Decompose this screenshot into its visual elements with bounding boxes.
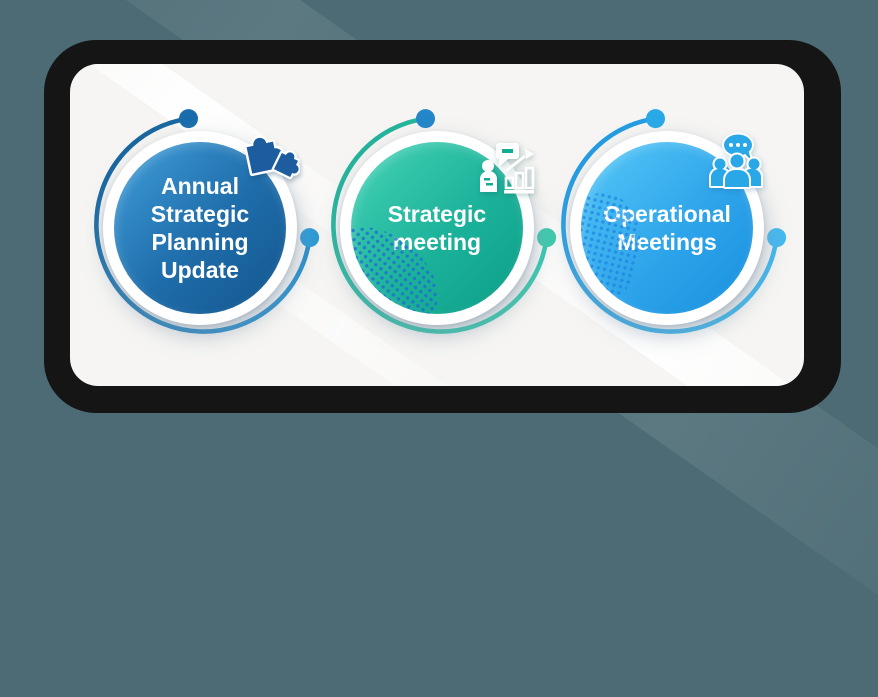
step-label: Annual Strategic Planning Update [150,172,250,284]
puzzle-icon [244,135,300,180]
step-strategic-meeting: Strategic meeting [317,108,557,348]
arc-side-dot [300,228,320,248]
arc [94,116,312,334]
people-chat-icon [709,132,763,189]
step-annual-strategic-planning-update: Annual Strategic Planning Update [80,108,320,348]
arc-ring [94,109,320,334]
arc-side-dot [767,228,787,248]
infographic-panel: Annual Strategic Planning Update [70,64,804,386]
arc-top-dot [179,109,198,129]
step-label: Operational Meetings [603,200,731,255]
arc-top-dot [416,109,435,129]
arc-top-dot [646,109,665,129]
step-operational-meetings: Operational Meetings [547,108,787,348]
step-circle: Strategic meeting [351,142,523,314]
presenter-chart-icon [480,143,535,194]
step-label: Strategic meeting [387,200,487,255]
arc-side-dot [537,228,557,248]
